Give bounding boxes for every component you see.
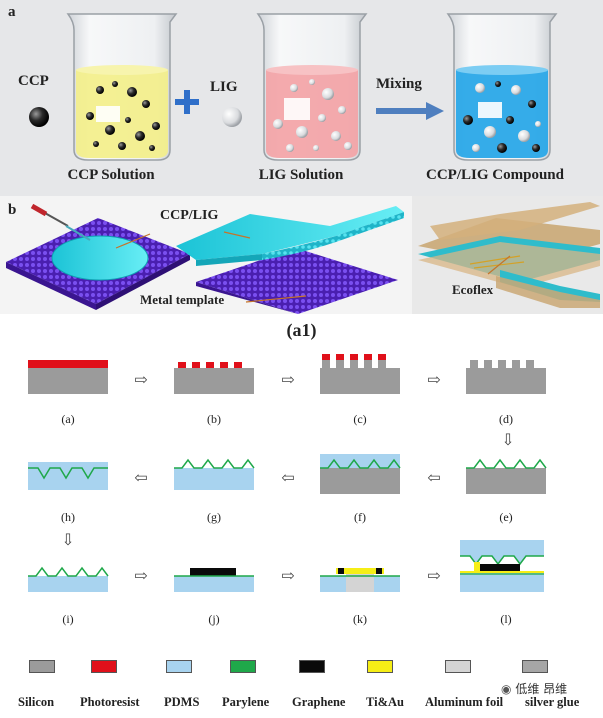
step-label-c: (c) [353,412,367,426]
step-label-l: (l) [500,612,512,626]
legend-swatch-pdms [166,660,192,673]
legend-label-graphene: Graphene [292,695,346,709]
process-steps [28,354,547,592]
legend-label-aluminum-foil: Aluminum foil [425,695,504,709]
ecoflex-label: Ecoflex [452,282,494,297]
legend-swatch-aluminum-foil [445,660,471,673]
step-a-diagram [28,360,108,394]
lig-particle-icon [222,107,242,127]
arrow-right-icon: ⇨ [134,372,148,389]
arrow-right-icon: ⇨ [281,372,295,389]
wechat-icon: ◉ [501,682,512,696]
fabrication-illustration [6,196,603,314]
lig-solution-caption: LIG Solution [258,167,344,183]
metal-template-label: Metal template [140,292,225,307]
ccp-lig-label: CCP/LIG [160,208,219,223]
legend-swatch-tiau [367,660,393,673]
plus-icon [175,90,199,114]
step-d-diagram [466,360,546,394]
step-l-diagram [460,540,544,592]
mixing-label: Mixing [376,76,422,92]
step-label-h: (h) [61,510,75,524]
step-label-b: (b) [207,412,221,426]
ccp-solution-beaker [66,13,178,161]
legend-swatch-parylene [230,660,256,673]
lig-solution-beaker [256,13,368,161]
panel-b-letter: b [8,202,17,218]
legend-swatch-silicon [29,660,55,673]
legend-label-silver-glue: silver glue [525,695,580,709]
step-label-g: (g) [207,510,221,524]
step-c-diagram [320,354,400,394]
watermark-text: 低维 昂维 [515,682,568,696]
step-i-diagram [28,566,109,592]
arrow-down-icon: ⇩ [501,432,515,449]
ccp-label: CCP [18,73,49,89]
compound-caption: CCP/LIG Compound [426,167,564,183]
step-g-diagram [174,458,255,490]
ccp-solution-caption: CCP Solution [67,167,155,183]
step-h-diagram [28,462,108,490]
step-k-diagram [320,568,400,592]
panel-b: b [0,196,603,314]
legend-swatch-silver-glue [522,660,548,673]
step-f-diagram [320,454,401,494]
step-label-j: (j) [208,612,220,626]
arrow-left-icon: ⇦ [281,470,295,487]
compound-beaker [446,13,558,161]
watermark: ◉ 低维 昂维 [498,680,571,697]
panel-a: a CCP CCP Solution LIG [0,0,603,196]
legend-swatch-photoresist [91,660,117,673]
step-e-diagram [466,458,547,494]
arrow-right-icon: ⇨ [281,568,295,585]
legend-label-tiau: Ti&Au [366,695,404,709]
step-label-d: (d) [499,412,513,426]
step-label-a: (a) [61,412,75,426]
step-b-diagram [174,362,254,394]
panel-a-letter: a [8,4,16,20]
step-j-diagram [174,568,254,592]
ccp-particle-icon [29,107,49,127]
arrow-right-icon: ⇨ [427,372,441,389]
legend-label-pdms: PDMS [164,695,200,709]
legend-swatch-graphene [299,660,325,673]
lig-label: LIG [210,79,238,95]
legend-label-silicon: Silicon [18,695,55,709]
step-label-f: (f) [354,510,366,524]
arrow-left-icon: ⇦ [427,470,441,487]
arrow-right-icon: ⇨ [134,568,148,585]
arrow-right-icon: ⇨ [427,568,441,585]
legend-label-photoresist: Photoresist [80,695,140,709]
step-label-k: (k) [353,612,367,626]
figure-title: (a1) [286,320,317,340]
arrow-down-icon: ⇩ [61,532,75,549]
step-label-e: (e) [499,510,513,524]
arrow-left-icon: ⇦ [134,470,148,487]
legend-label-parylene: Parylene [222,695,270,709]
step-label-i: (i) [62,612,74,626]
mixing-arrow-icon [376,102,444,120]
